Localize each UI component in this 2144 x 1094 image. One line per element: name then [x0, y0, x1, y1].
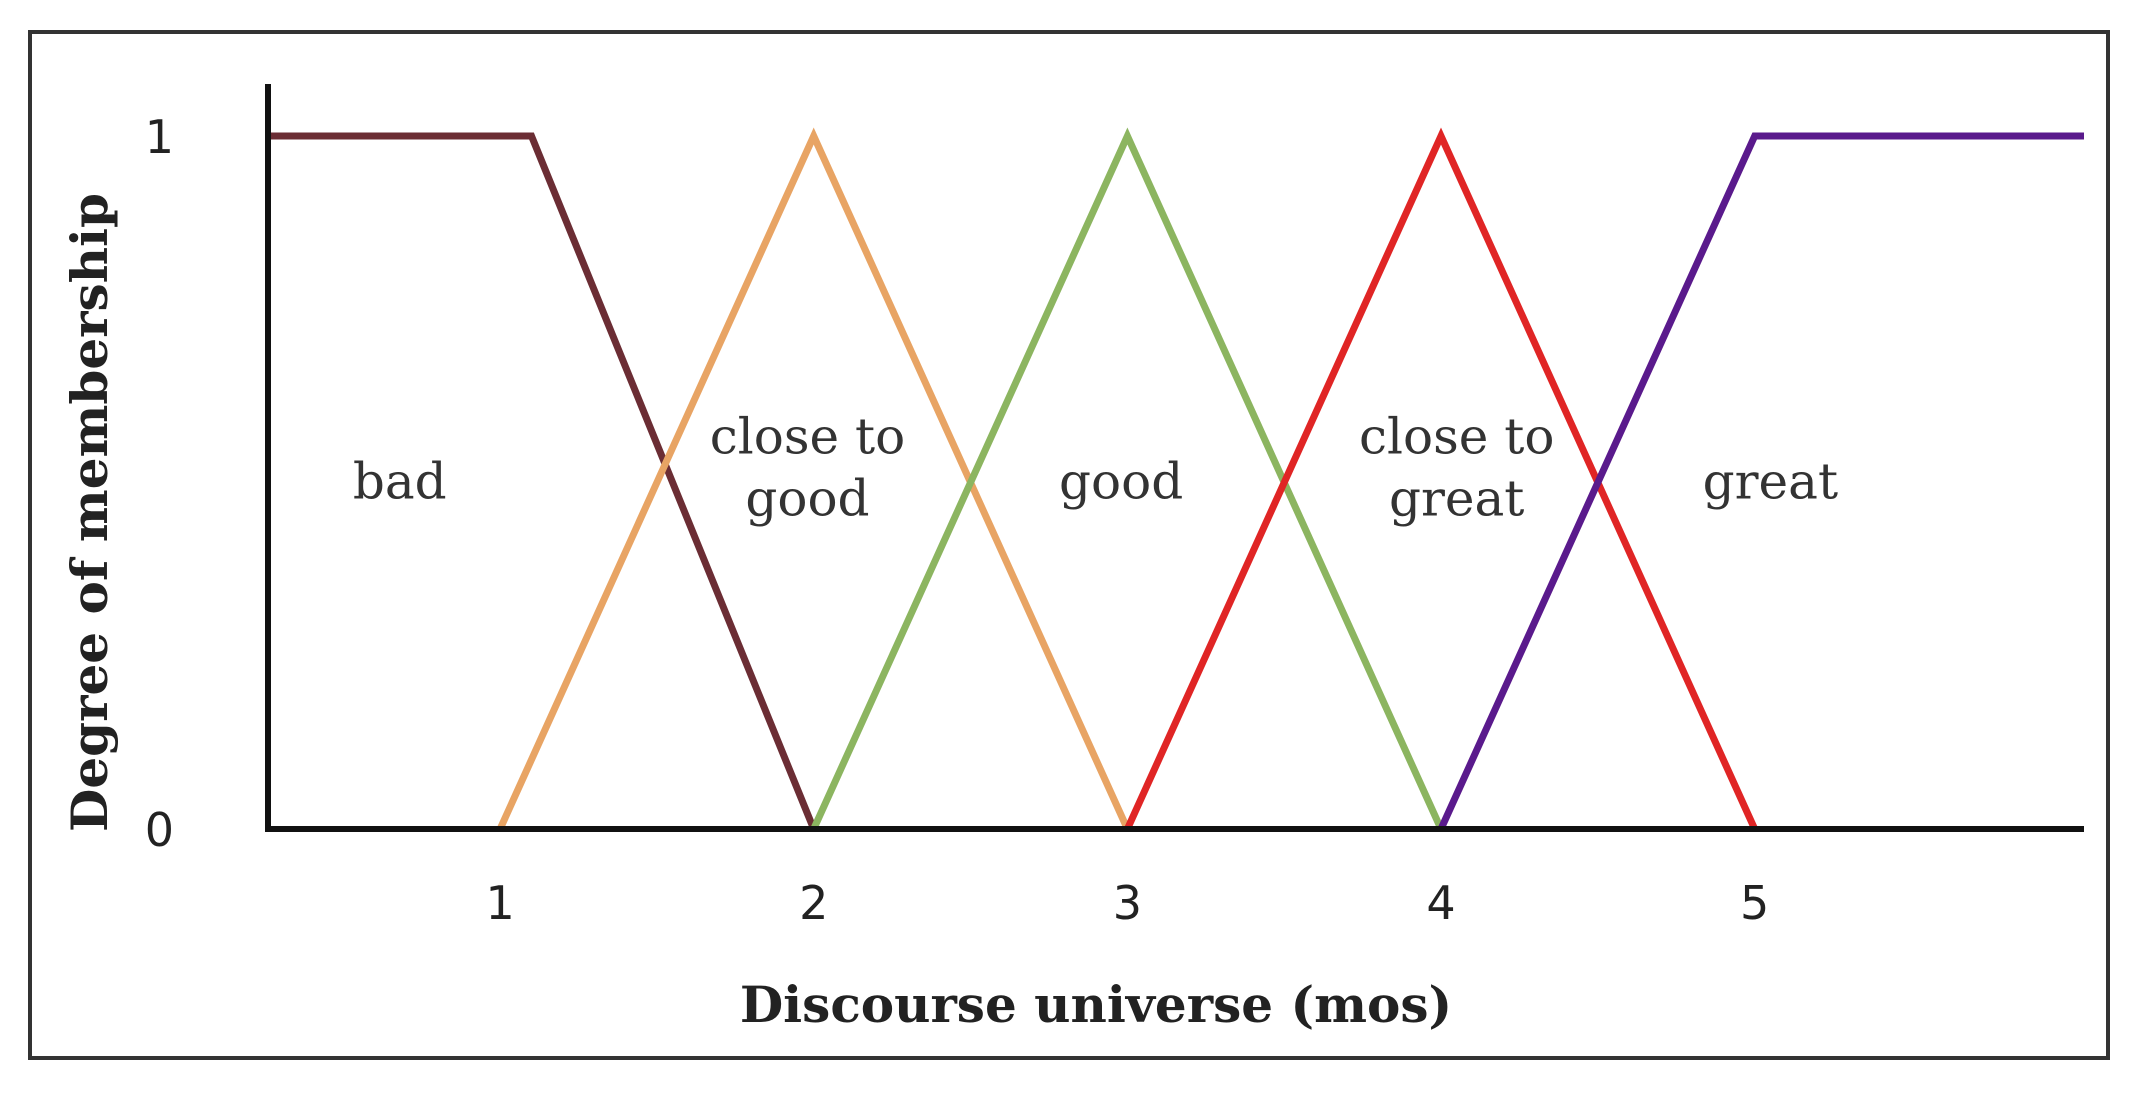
y-tick-label-1: 1 [145, 110, 174, 164]
series-line-2 [810, 127, 1445, 831]
series-line-0 [268, 132, 817, 831]
series-label-3-line-0: close to [1359, 408, 1554, 466]
axes [265, 84, 2084, 832]
tick-labels: 1 2 3 4 5 0 1 [145, 110, 1770, 930]
series-label-3-line-1: great [1389, 470, 1524, 528]
series-label-2-line-0: good [1059, 453, 1183, 511]
x-axis-title: Discourse universe (mos) [740, 975, 1452, 1034]
x-tick-label-3: 4 [1426, 876, 1455, 930]
series-line-4 [1437, 132, 2084, 831]
x-tick-label-2: 3 [1113, 876, 1142, 930]
y-tick-label-0: 0 [145, 803, 174, 857]
x-tick-label-4: 5 [1740, 876, 1769, 930]
series-layer [268, 127, 2084, 831]
y-axis-title: Degree of membership [60, 193, 119, 832]
series-line-1 [496, 127, 1131, 831]
x-tick-label-1: 2 [799, 876, 828, 930]
series-line-3 [1124, 127, 1758, 831]
series-label-1-line-1: good [745, 470, 869, 528]
x-tick-label-0: 1 [485, 876, 514, 930]
series-label-1-line-0: close to [710, 408, 905, 466]
series-label-4-line-0: great [1703, 453, 1838, 511]
series-label-0-line-0: bad [353, 453, 447, 511]
